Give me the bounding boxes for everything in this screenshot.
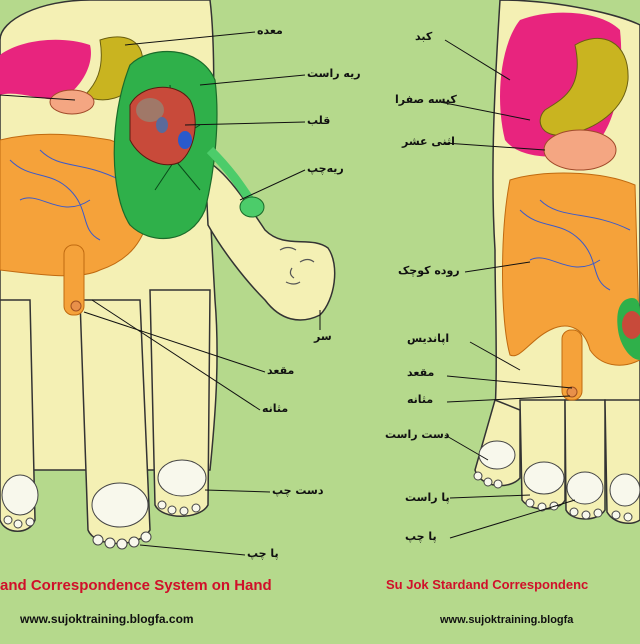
label-left-bladder: مثانه [262, 402, 288, 415]
label-left-foot: پا چپ [247, 547, 279, 560]
label-right-foot: پا راست [405, 491, 450, 504]
left-caption: and Correspondence System on Hand [0, 577, 272, 594]
label-duodenum: اثنی عشر [402, 135, 455, 148]
left-duodenum [50, 90, 94, 114]
label-heart: قلب [307, 114, 330, 127]
label-right-bladder: مثانه [407, 393, 433, 406]
label-small-intestine: روده کوچک [398, 264, 460, 277]
right-caption: Su Jok Stardand Correspondenc [386, 577, 588, 592]
left-hand [0, 0, 335, 549]
label-left-anus: مقعد [267, 364, 294, 377]
label-left-lung: ریه‌چپ [307, 162, 344, 175]
label-right-left-foot: پا چپ [405, 530, 437, 543]
label-left-hand: دست چپ [272, 484, 324, 497]
left-url: www.sujoktraining.blogfa.com [20, 612, 194, 626]
label-liver: کبد [415, 30, 432, 43]
right-anus-point [567, 387, 577, 397]
right-url: www.sujoktraining.blogfa [440, 614, 573, 626]
label-gallbladder: کیسه صفرا [395, 93, 457, 106]
right-duodenum [544, 130, 616, 170]
heart [130, 87, 195, 164]
label-right-anus: مقعد [407, 366, 434, 379]
left-thumb [205, 160, 335, 320]
label-appendix: اپاندیس [407, 332, 449, 345]
label-head: سر [314, 330, 332, 343]
label-right-hand: دست راست [385, 428, 450, 441]
right-hand [474, 0, 640, 523]
left-anus-point [71, 301, 81, 311]
label-right-lung: ریه راست [307, 67, 361, 80]
label-stomach: معده [257, 24, 283, 37]
